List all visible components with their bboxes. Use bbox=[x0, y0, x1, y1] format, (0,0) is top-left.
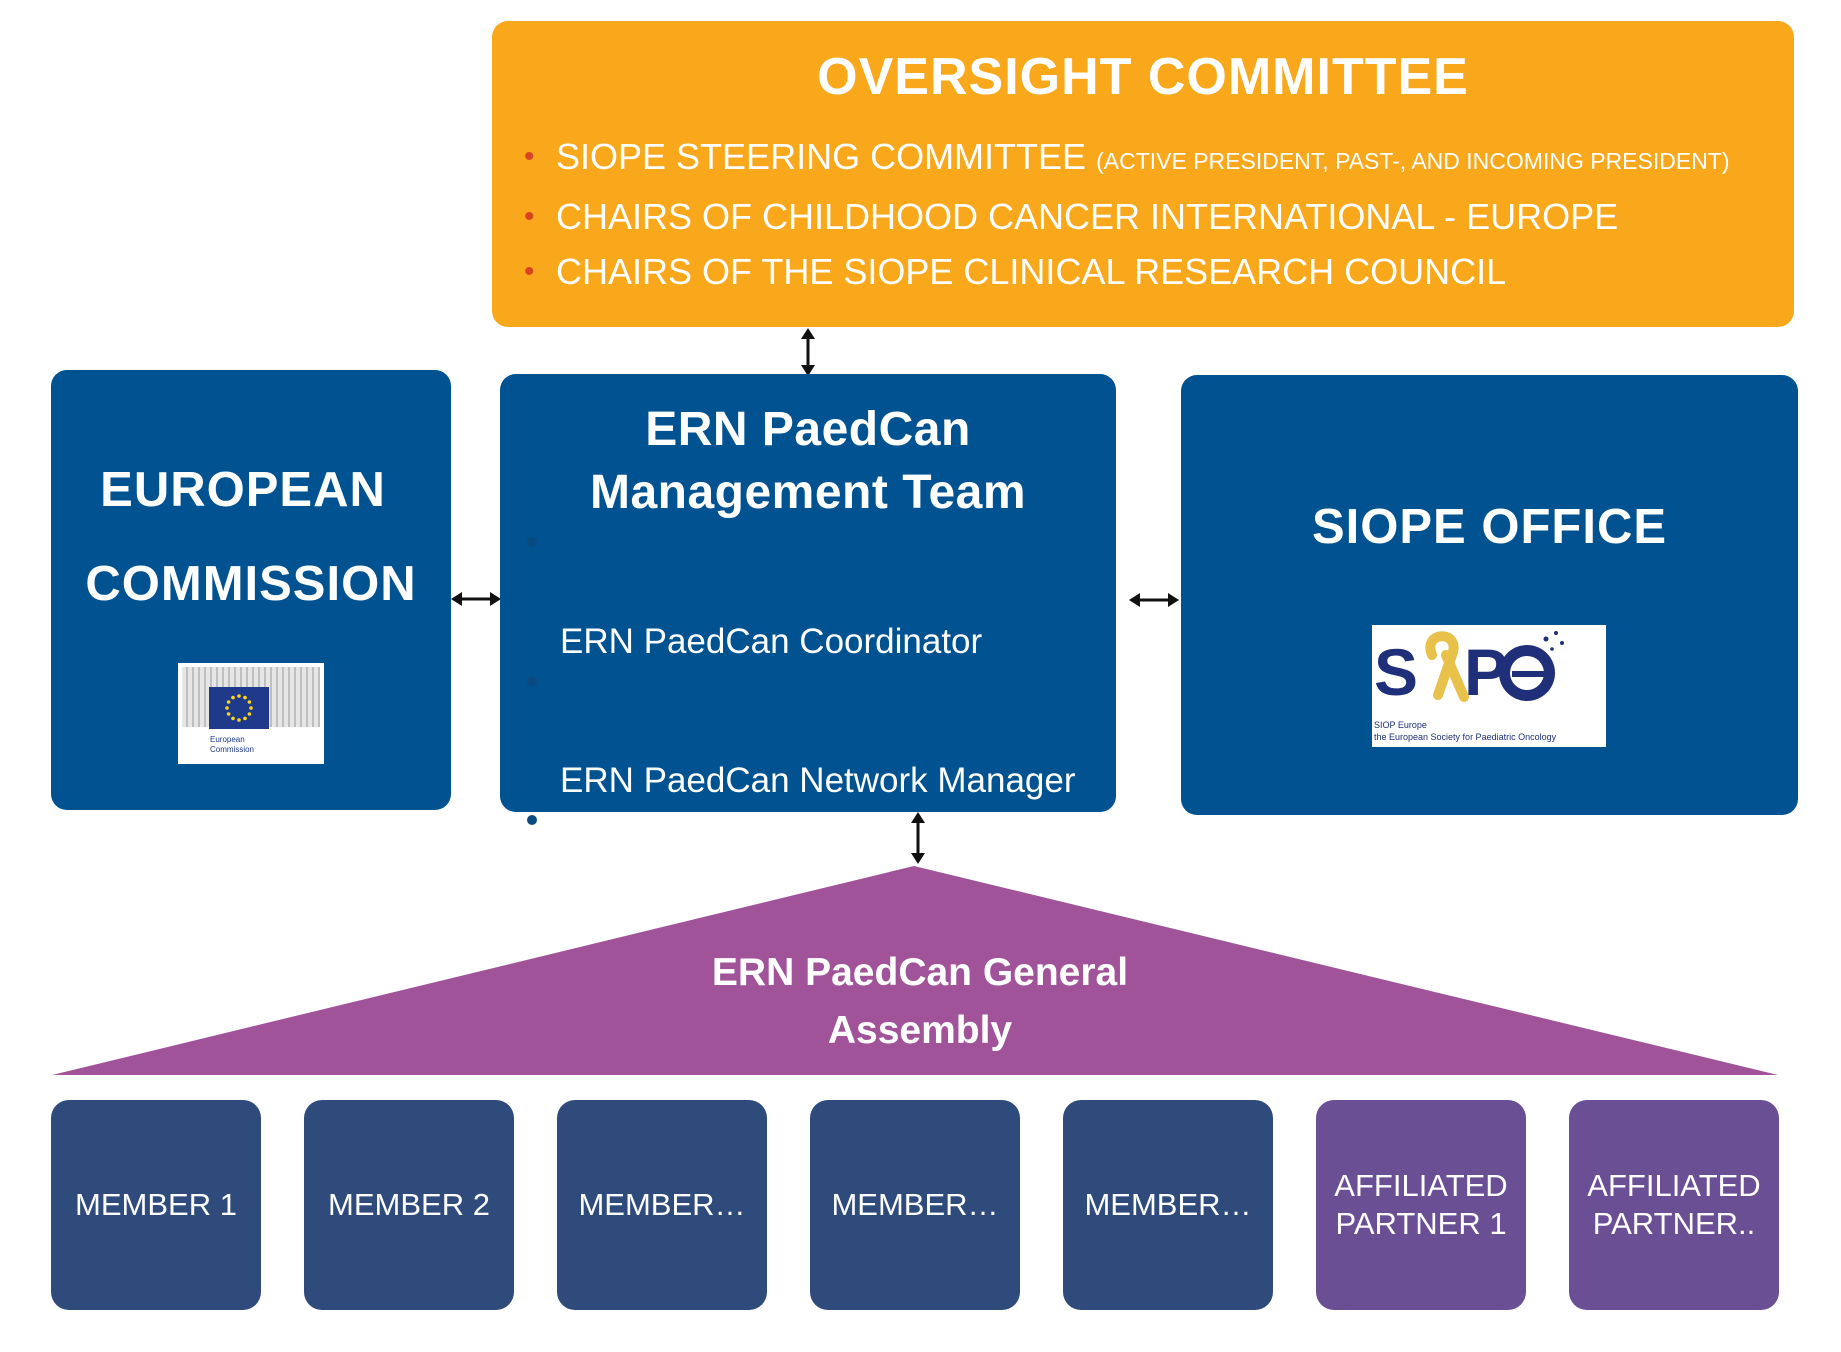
svg-text:S: S bbox=[1374, 635, 1418, 709]
management-team-title-text: ERN PaedCan Management Team bbox=[589, 403, 1027, 519]
oversight-list: • SIOPE STEERING COMMITTEE (ACTIVE PRESI… bbox=[524, 129, 1794, 299]
double-arrow-icon bbox=[911, 812, 925, 864]
siope-logo-text: SIOP Europe the European Society for Pae… bbox=[1374, 720, 1557, 742]
oversight-item: • CHAIRS OF CHILDHOOD CANCER INTERNATION… bbox=[524, 189, 1794, 244]
siope-office-title: SIOPE OFFICE bbox=[1311, 500, 1668, 554]
siope-logo-mark-icon: S P bbox=[1374, 631, 1564, 709]
oversight-committee-title: OVERSIGHT COMMITTEE bbox=[817, 48, 1469, 106]
oversight-item: • SIOPE STEERING COMMITTEE (ACTIVE PRESI… bbox=[524, 129, 1794, 189]
double-arrow-icon bbox=[451, 592, 501, 606]
member-box: MEMBER… bbox=[1063, 1100, 1273, 1310]
management-item-text: ERN PaedCan Network Manager bbox=[560, 761, 1076, 800]
management-item: ERN PaedCan Network Manager bbox=[527, 676, 1076, 802]
bullet-icon: • bbox=[524, 140, 535, 173]
oversight-item: • CHAIRS OF THE SIOPE CLINICAL RESEARCH … bbox=[524, 244, 1794, 299]
european-commission-logo: European Commission bbox=[178, 663, 324, 764]
oversight-committee-box: OVERSIGHT COMMITTEE • SIOPE STEERING COM… bbox=[492, 21, 1794, 327]
european-commission-title-line1: EUROPEAN bbox=[100, 463, 386, 517]
oversight-item-note: (ACTIVE PRESIDENT, PAST-, AND INCOMING P… bbox=[1096, 148, 1730, 174]
bullet-icon: • bbox=[524, 255, 535, 288]
oversight-item-text: CHAIRS OF THE SIOPE CLINICAL RESEARCH CO… bbox=[556, 251, 1507, 292]
oversight-item-text: SIOPE STEERING COMMITTEE bbox=[556, 136, 1087, 177]
general-assembly-triangle bbox=[52, 866, 1778, 1075]
management-item: ERN PaedCan Coordinator bbox=[527, 537, 1076, 663]
bullet-icon bbox=[527, 537, 537, 547]
bullet-icon bbox=[527, 815, 537, 825]
bullet-icon bbox=[527, 676, 537, 686]
member-box: MEMBER… bbox=[810, 1100, 1020, 1310]
european-commission-box: EUROPEAN COMMISSION European Commission bbox=[51, 370, 451, 810]
siope-logo: S P SIOP Europe the European Society for… bbox=[1372, 625, 1606, 747]
member-label: MEMBER… bbox=[1084, 1187, 1252, 1222]
double-arrow-icon bbox=[1129, 593, 1179, 607]
oversight-item-text: CHAIRS OF CHILDHOOD CANCER INTERNATIONAL… bbox=[556, 196, 1619, 237]
general-assembly-title: ERN PaedCan General Assembly bbox=[711, 951, 1129, 1052]
double-arrow-icon bbox=[801, 328, 815, 376]
management-team-title: ERN PaedCan Management Team bbox=[500, 398, 1116, 524]
affiliated-partner-box: AFFILIATED PARTNER 1 bbox=[1316, 1100, 1526, 1310]
member-label: MEMBER 1 bbox=[75, 1187, 237, 1222]
siope-office-box: SIOPE OFFICE S P SIOP Europe the Europea… bbox=[1181, 375, 1798, 815]
affiliated-partner-label: AFFILIATED PARTNER.. bbox=[1587, 1168, 1761, 1241]
european-commission-logo-text: European Commission bbox=[210, 735, 255, 754]
management-item-text: ERN PaedCan Coordinator bbox=[560, 622, 983, 661]
bullet-icon: • bbox=[524, 200, 535, 233]
member-box: MEMBER… bbox=[557, 1100, 767, 1310]
member-box: MEMBER 1 bbox=[51, 1100, 261, 1310]
member-label: MEMBER 2 bbox=[328, 1187, 490, 1222]
member-box: MEMBER 2 bbox=[304, 1100, 514, 1310]
affiliated-partner-box: AFFILIATED PARTNER.. bbox=[1569, 1100, 1779, 1310]
eu-flag-icon bbox=[209, 687, 269, 729]
management-team-box: ERN PaedCan Management Team ERN PaedCan … bbox=[500, 374, 1116, 981]
affiliated-partner-label: AFFILIATED PARTNER 1 bbox=[1334, 1168, 1508, 1241]
member-label: MEMBER… bbox=[831, 1187, 999, 1222]
european-commission-title-line2: COMMISSION bbox=[85, 557, 417, 611]
member-label: MEMBER… bbox=[578, 1187, 746, 1222]
